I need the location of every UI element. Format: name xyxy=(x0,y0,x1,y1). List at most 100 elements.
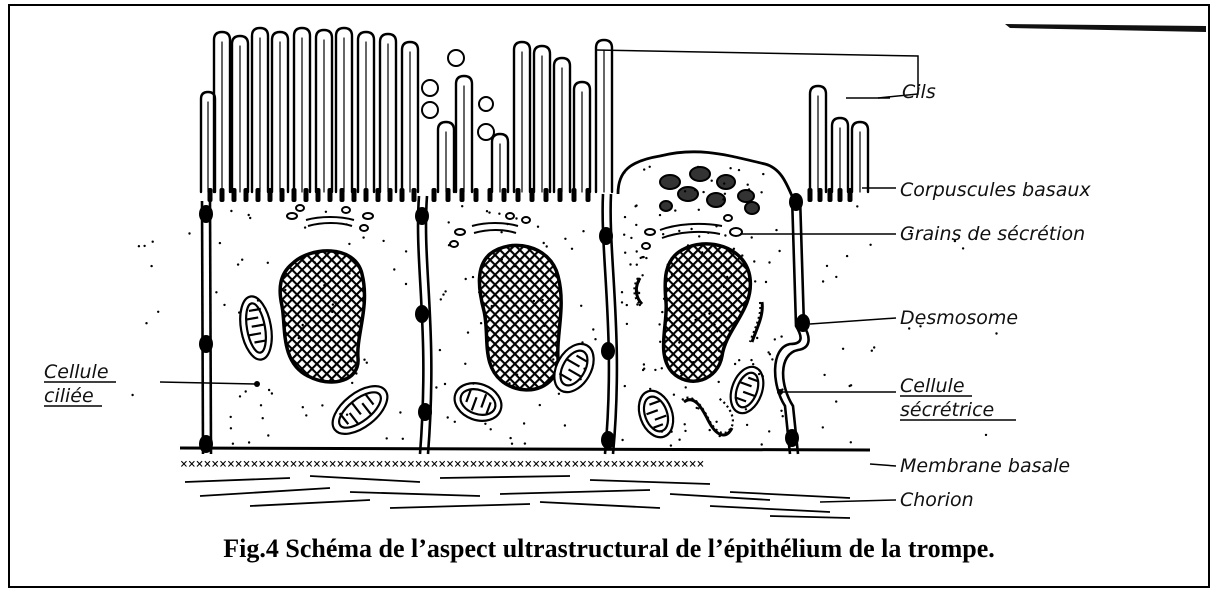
stipple-dot xyxy=(230,416,232,418)
stipple-dot xyxy=(248,441,250,443)
stipple-dot xyxy=(760,191,762,193)
stipple-dot xyxy=(362,236,364,238)
stipple-dot xyxy=(641,274,643,276)
stipple-dot xyxy=(733,248,735,250)
basal-membrane-pattern: ××××××××××××××××××××××××××××××××××××××××… xyxy=(180,457,704,472)
figure-caption: Fig.4 Schéma de l’aspect ultrastructural… xyxy=(10,534,1208,564)
stipple-dot xyxy=(643,363,645,365)
stipple-dot xyxy=(720,205,722,207)
basal-body xyxy=(502,188,507,202)
stipple-dot xyxy=(754,280,756,282)
epithelium-diagram: ××××××××××××××××××××××××××××××××××××××××… xyxy=(10,6,1208,586)
stipple-dot xyxy=(626,323,628,325)
stipple-dot xyxy=(308,261,310,263)
stipple-dot xyxy=(694,189,696,191)
basal-body xyxy=(400,188,405,202)
stipple-dot xyxy=(626,304,628,306)
stipple-dot xyxy=(515,217,517,219)
stipple-dot xyxy=(508,382,510,384)
stipple-dot xyxy=(643,368,645,370)
stipple-dot xyxy=(962,247,964,249)
basal-body xyxy=(474,188,479,202)
basal-body xyxy=(432,188,437,202)
stipple-dot xyxy=(245,390,247,392)
stipple-dot xyxy=(636,290,638,292)
stipple-dot xyxy=(856,205,858,207)
stipple-dot xyxy=(685,386,687,388)
stipple-dot xyxy=(756,337,758,339)
stipple-dot xyxy=(157,311,159,313)
stipple-dot xyxy=(708,312,710,314)
figure-frame: ××××××××××××××××××××××××××××××××××××××××… xyxy=(8,4,1210,588)
stipple-dot xyxy=(500,327,502,329)
stipple-dot xyxy=(835,276,837,278)
stipple-dot xyxy=(658,323,660,325)
stipple-dot xyxy=(581,341,583,343)
stipple-dot xyxy=(325,211,327,213)
nucleus-secretory xyxy=(664,244,751,381)
stipple-dot xyxy=(705,377,707,379)
stipple-dot xyxy=(465,278,467,280)
stipple-dot xyxy=(823,374,825,376)
basal-body xyxy=(268,188,273,202)
stipple-dot xyxy=(693,353,695,355)
stipple-dot xyxy=(351,382,353,384)
stipple-dot xyxy=(701,251,703,253)
basal-body xyxy=(292,188,297,202)
stipple-dot xyxy=(645,257,647,259)
stipple-dot xyxy=(768,430,770,432)
basal-body xyxy=(304,188,309,202)
mitochondrion-1 xyxy=(236,294,277,362)
basal-body xyxy=(244,188,249,202)
stipple-dot xyxy=(724,193,726,195)
stipple-dot xyxy=(643,168,645,170)
stipple-dot xyxy=(761,443,763,445)
stipple-dot xyxy=(331,311,333,313)
stipple-dot xyxy=(131,394,133,396)
stipple-dot xyxy=(348,243,350,245)
stipple-dot xyxy=(442,293,444,295)
stipple-dot xyxy=(230,427,232,429)
stipple-dot xyxy=(985,434,987,436)
label-cellule-ciliee-2: ciliée xyxy=(44,385,94,407)
stipple-dot xyxy=(624,216,626,218)
stipple-dot xyxy=(594,338,596,340)
label-cellule-secretrice-2: sécrétrice xyxy=(900,399,994,421)
stipple-dot xyxy=(678,230,680,232)
mitochondrion-2 xyxy=(324,377,395,443)
stipple-dot xyxy=(331,317,333,319)
stipple-dot xyxy=(661,367,663,369)
stipple-dot xyxy=(697,309,699,311)
label-desmosome: Desmosome xyxy=(900,307,1018,329)
secretory-granules xyxy=(660,167,759,214)
stipple-dot xyxy=(488,211,490,213)
basal-body xyxy=(328,188,333,202)
stipple-dot xyxy=(662,233,664,235)
stipple-dot xyxy=(741,254,743,256)
stipple-dot xyxy=(312,339,314,341)
stipple-dot xyxy=(539,404,541,406)
stipple-dot xyxy=(674,209,676,211)
leader-dot-ciliee xyxy=(254,381,260,387)
stipple-dot xyxy=(546,245,548,247)
stipple-dot xyxy=(405,283,407,285)
stipple-dot xyxy=(484,423,486,425)
stipple-dot xyxy=(713,324,715,326)
stipple-dot xyxy=(304,310,306,312)
stipple-dot xyxy=(302,326,304,328)
stipple-dot xyxy=(671,273,673,275)
basal-body xyxy=(446,188,451,202)
stipple-dot xyxy=(564,424,566,426)
free-vesicles xyxy=(422,50,494,140)
stipple-dot xyxy=(729,167,731,169)
stipple-dot xyxy=(348,272,350,274)
basal-body xyxy=(388,188,393,202)
stipple-dot xyxy=(623,234,625,236)
stipple-dot xyxy=(478,291,480,293)
basal-body xyxy=(364,188,369,202)
stipple-dot xyxy=(152,241,154,243)
stipple-dot xyxy=(346,414,348,416)
stipple-dot xyxy=(670,444,672,446)
stipple-dot xyxy=(698,209,700,211)
stipple-dot xyxy=(716,330,718,332)
